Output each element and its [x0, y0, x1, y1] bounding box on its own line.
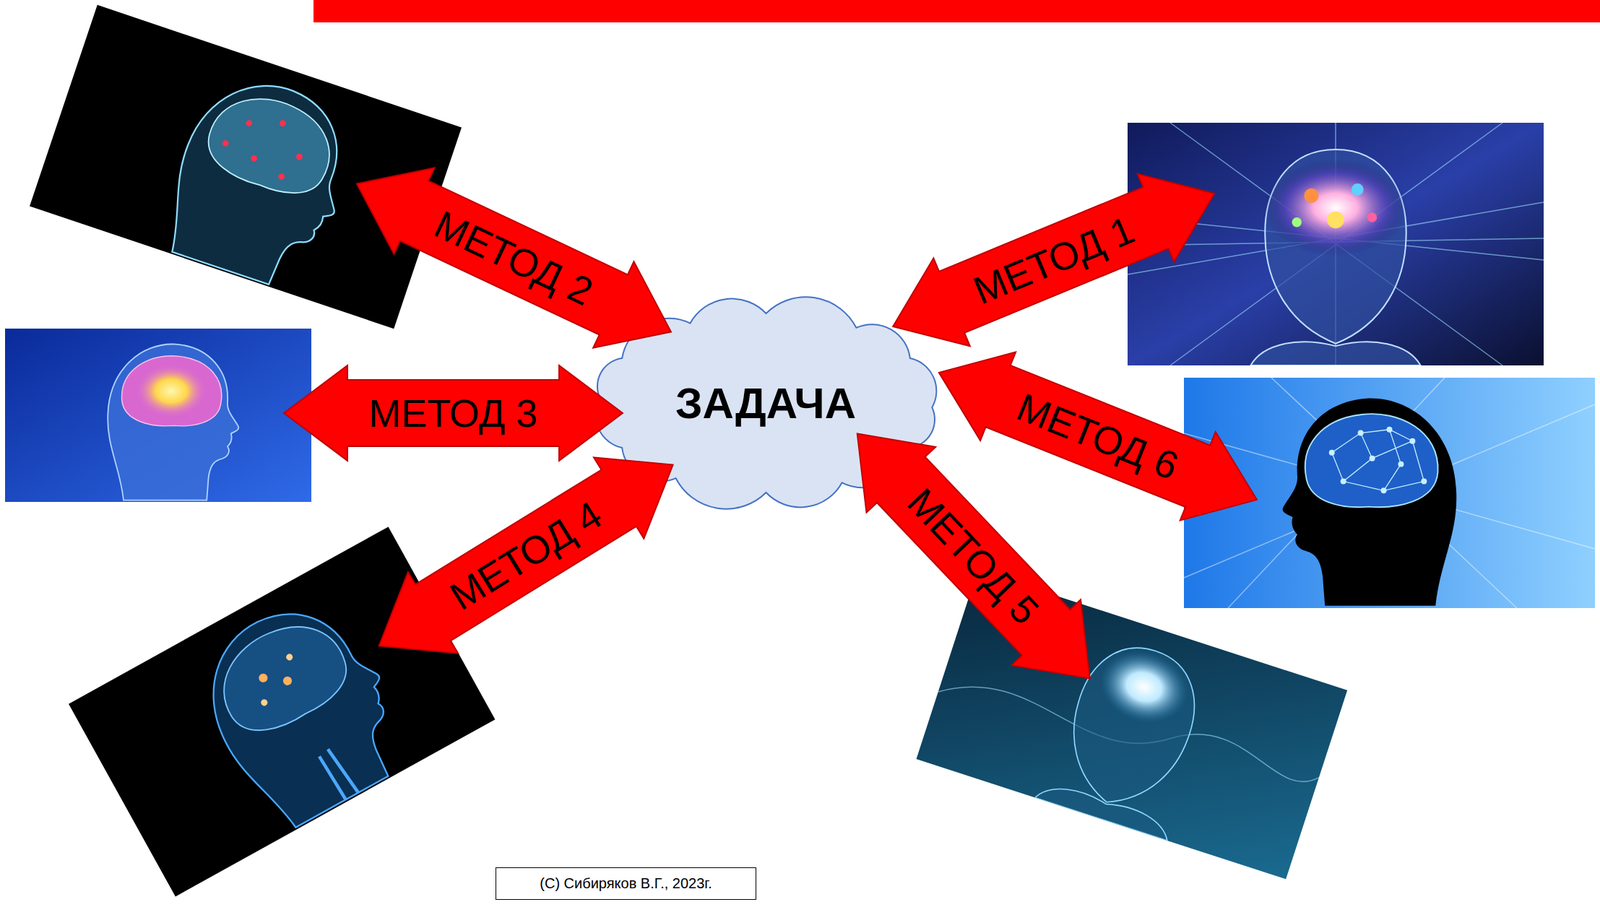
- double-arrow: [336, 140, 692, 375]
- brain-picture: [1127, 122, 1544, 366]
- copyright-text: (С) Сибиряков В.Г., 2023г.: [539, 875, 712, 893]
- double-arrow: [353, 424, 698, 687]
- brain-picture: [5, 328, 312, 503]
- method-arrow: МЕТОД 2: [336, 140, 692, 375]
- method-arrow: МЕТОД 4: [353, 424, 698, 687]
- method-label: МЕТОД 3: [369, 390, 539, 436]
- task-label: ЗАДАЧА: [675, 378, 856, 429]
- double-arrow: [283, 365, 623, 461]
- method-label: МЕТОД 5: [899, 478, 1049, 633]
- brain-picture: [916, 570, 1348, 880]
- copyright-box: (С) Сибиряков В.Г., 2023г.: [495, 867, 757, 901]
- method-arrow: МЕТОД 1: [874, 149, 1233, 371]
- double-arrow: [920, 328, 1275, 545]
- title-bar: [313, 0, 1600, 23]
- brain-picture: [29, 5, 462, 329]
- method-arrow: МЕТОД 3: [283, 365, 623, 461]
- double-arrow: [874, 149, 1233, 371]
